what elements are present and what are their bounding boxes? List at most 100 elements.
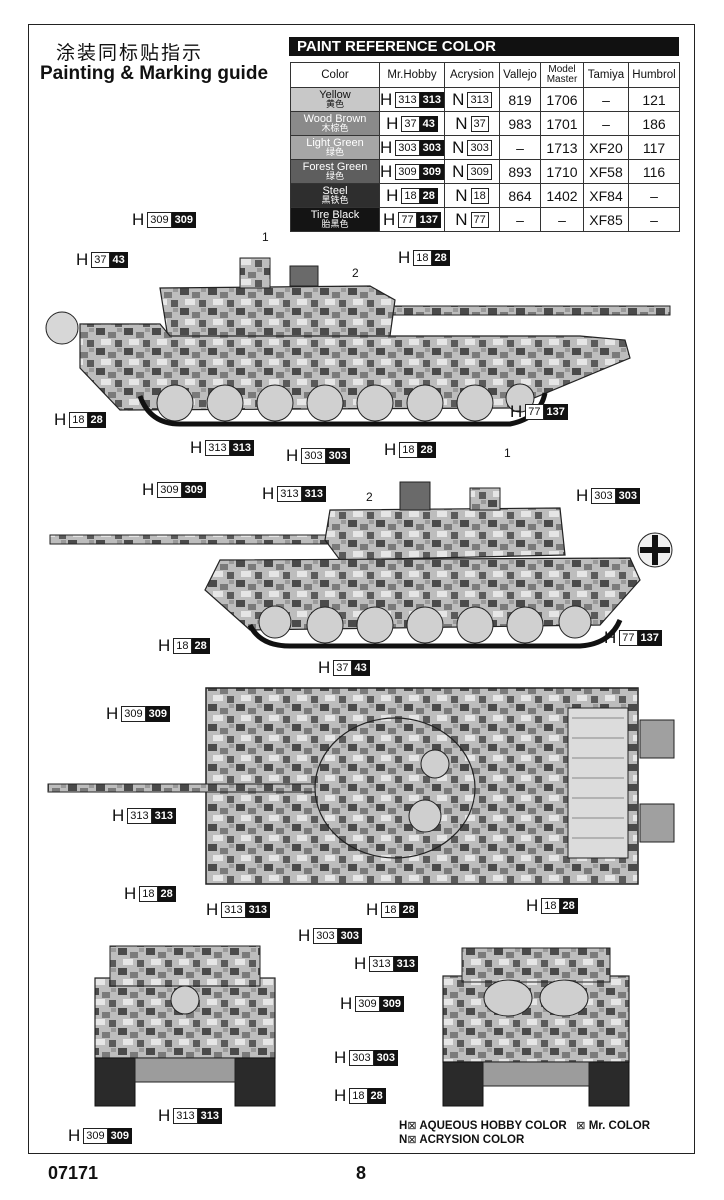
- code-aqueous: 18: [381, 902, 400, 918]
- code-mrcolor: 303: [337, 928, 362, 944]
- code-letter: H: [510, 402, 523, 421]
- code-letter: H: [158, 636, 171, 655]
- code-letter: H: [380, 161, 393, 181]
- col-vallejo: Vallejo: [499, 62, 541, 88]
- tamiya-cell: XF84: [583, 183, 629, 208]
- code-letter: H: [106, 704, 119, 723]
- code-mrcolor: 137: [637, 630, 662, 646]
- code-mrcolor: 309: [379, 996, 404, 1012]
- col-modelmaster: Model Master: [540, 62, 584, 88]
- code-mrcolor: 313: [419, 91, 444, 108]
- code-mrcolor: 309: [145, 706, 170, 722]
- mm-cell: 1402: [540, 183, 584, 208]
- page-number: 8: [356, 1163, 367, 1183]
- code-mrcolor: 28: [367, 1088, 386, 1104]
- code-mrcolor: 137: [416, 211, 441, 228]
- code-aqueous: 309: [157, 482, 182, 498]
- code-letter: H: [576, 486, 589, 505]
- code-aqueous: 37: [401, 115, 420, 132]
- legend-n-letter: N: [399, 1134, 408, 1146]
- code-mrcolor: 28: [559, 898, 578, 914]
- code-letter: H: [354, 954, 367, 973]
- humbrol-cell: 117: [628, 135, 680, 160]
- code-aqueous: 309: [83, 1128, 108, 1144]
- code-letter: H: [604, 628, 617, 647]
- code-aqueous: 313: [127, 808, 152, 824]
- code-letter: H: [262, 484, 275, 503]
- code-aqueous: 313: [221, 902, 246, 918]
- tamiya-cell: –: [583, 111, 629, 136]
- color-name-cn: 黄色: [325, 99, 344, 110]
- tank-side-view-right: [49, 481, 673, 649]
- color-name-en: Light Green: [306, 136, 364, 149]
- code-mrcolor: 313: [393, 956, 418, 972]
- code-mrcolor: 313: [301, 486, 326, 502]
- code-letter: H: [68, 1126, 81, 1145]
- color-name-en: Forest Green: [302, 160, 368, 173]
- code-mrcolor: 28: [191, 638, 210, 654]
- code-aqueous: 303: [591, 488, 616, 504]
- code-mrcolor: 309: [181, 482, 206, 498]
- color-name-en: Wood Brown: [303, 112, 367, 125]
- tamiya-cell: –: [583, 87, 629, 112]
- code-letter: H: [318, 658, 331, 677]
- code-mrcolor: 309: [107, 1128, 132, 1144]
- mm-cell: –: [540, 207, 584, 232]
- humbrol-cell: 116: [628, 159, 680, 184]
- code-letter: H: [380, 89, 393, 109]
- code-aqueous: 309: [355, 996, 380, 1012]
- code-mrcolor: 28: [87, 412, 106, 428]
- reference-heading: PAINT REFERENCE COLOR: [289, 37, 679, 56]
- tank-rear-view: [442, 947, 630, 1107]
- code-letter: H: [132, 210, 145, 229]
- code-aqueous: 18: [401, 187, 420, 204]
- code-letter: H: [298, 926, 311, 945]
- vallejo-cell: 819: [499, 87, 541, 112]
- page-frame: [28, 24, 695, 1154]
- col-color: Color: [290, 62, 380, 88]
- code-aqueous: 18: [349, 1088, 368, 1104]
- code-mrcolor: 43: [109, 252, 128, 268]
- humbrol-cell: –: [628, 183, 680, 208]
- humbrol-cell: 186: [628, 111, 680, 136]
- humbrol-cell: –: [628, 207, 680, 232]
- code-aqueous: 313: [395, 91, 420, 108]
- code-letter: H: [383, 209, 396, 229]
- code-aqueous: 313: [277, 486, 302, 502]
- color-name-en: Steel: [322, 184, 348, 197]
- code-aqueous: 309: [395, 163, 420, 180]
- code-aqueous: 18: [69, 412, 88, 428]
- square-icon: ⊠: [407, 1120, 417, 1132]
- paint-reference-table: Color Mr.Hobby Acrysion Vallejo Model Ma…: [290, 62, 680, 232]
- code-aqueous: 313: [173, 1108, 198, 1124]
- product-code: 07171: [48, 1163, 99, 1183]
- code-acrysion: 309: [467, 163, 492, 180]
- code-mrcolor: 303: [419, 139, 444, 156]
- color-name-en: Tire Black: [310, 208, 360, 221]
- square-icon: ⊠: [407, 1134, 417, 1146]
- code-letter: H: [526, 896, 539, 915]
